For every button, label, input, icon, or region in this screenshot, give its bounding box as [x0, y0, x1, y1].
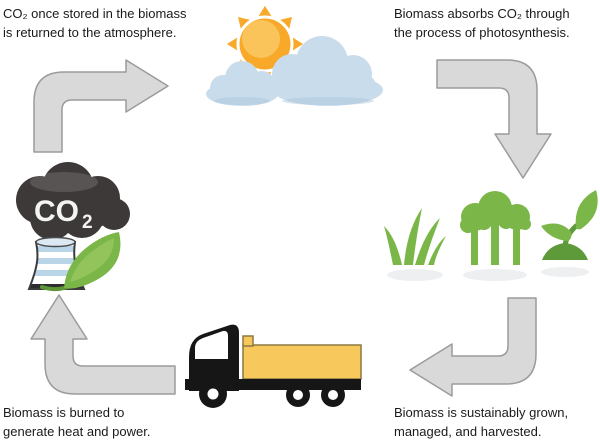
- co2-smoke-cloud-icon: CO 2: [16, 162, 130, 250]
- caption-photosynthesis: Biomass absorbs CO₂ through the process …: [394, 4, 570, 42]
- arrow-right-then-down-icon: [436, 56, 567, 181]
- arrow-down-then-left-icon: [408, 297, 568, 398]
- caption-sustainably-grown: Biomass is sustainably grown, managed, a…: [394, 403, 568, 441]
- caption-line: Biomass is burned to: [3, 405, 125, 420]
- caption-line: is returned to the atmosphere.: [3, 25, 177, 40]
- caption-line: generate heat and power.: [3, 424, 151, 439]
- dump-truck-icon: [183, 315, 368, 410]
- caption-line: managed, and harvested.: [394, 424, 542, 439]
- truck-cab: [185, 324, 361, 391]
- arrow-left-then-up-icon: [15, 293, 176, 398]
- caption-burned-for-power: Biomass is burned to generate heat and p…: [3, 403, 150, 441]
- co2-label: CO: [34, 195, 79, 228]
- grass-icon: [384, 208, 446, 265]
- truck-wheels: [199, 380, 345, 408]
- co2-emission-icon: CO 2: [2, 158, 137, 293]
- caption-line: the process of photosynthesis.: [394, 25, 570, 40]
- trees-icon: [460, 191, 531, 265]
- caption-line: CO₂ once stored in the biomass: [3, 6, 187, 21]
- sun-clouds-icon: [195, 2, 383, 112]
- arrow-up-then-right-icon: [30, 58, 170, 153]
- caption-line: Biomass is sustainably grown,: [394, 405, 569, 420]
- co2-label-subscript: 2: [82, 212, 93, 233]
- truck-bed: [242, 335, 362, 380]
- seedling-icon: [541, 190, 598, 260]
- plants-reflection: [387, 267, 589, 281]
- caption-co2-returned: CO₂ once stored in the biomass is return…: [3, 4, 187, 42]
- clouds-icon: [206, 36, 383, 106]
- plants-icon: [380, 182, 598, 290]
- leaf-icon: [40, 232, 121, 292]
- caption-line: Biomass absorbs CO₂ through: [394, 6, 570, 21]
